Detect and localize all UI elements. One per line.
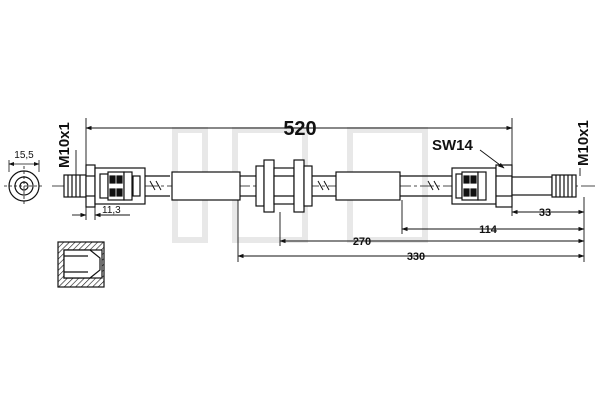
dim-330-label: 330 — [407, 251, 425, 263]
thread-right-label: M10x1 — [575, 120, 592, 166]
left-fitting — [63, 164, 170, 208]
mounting-bracket — [255, 159, 336, 213]
wrench-size-leader — [479, 149, 505, 169]
end-view — [4, 160, 44, 206]
end-view-diameter-label: 15,5 — [14, 150, 34, 161]
thread-left-label: M10x1 — [56, 122, 73, 168]
dim-270-label: 270 — [353, 236, 371, 248]
hose-section-right — [335, 171, 452, 201]
dim-114-label: 114 — [479, 224, 498, 236]
dimension-hex — [72, 207, 130, 220]
dimension-overall — [85, 118, 513, 165]
overall-length-label: 520 — [283, 118, 316, 140]
hex-width-label: 11,3 — [102, 205, 121, 216]
section-view — [57, 241, 105, 288]
hose-section-left — [171, 171, 256, 201]
right-fitting — [451, 164, 577, 208]
wrench-size-label: SW14 — [432, 137, 474, 154]
dim-33-label: 33 — [539, 207, 551, 219]
dimension-lines-right — [237, 197, 585, 262]
